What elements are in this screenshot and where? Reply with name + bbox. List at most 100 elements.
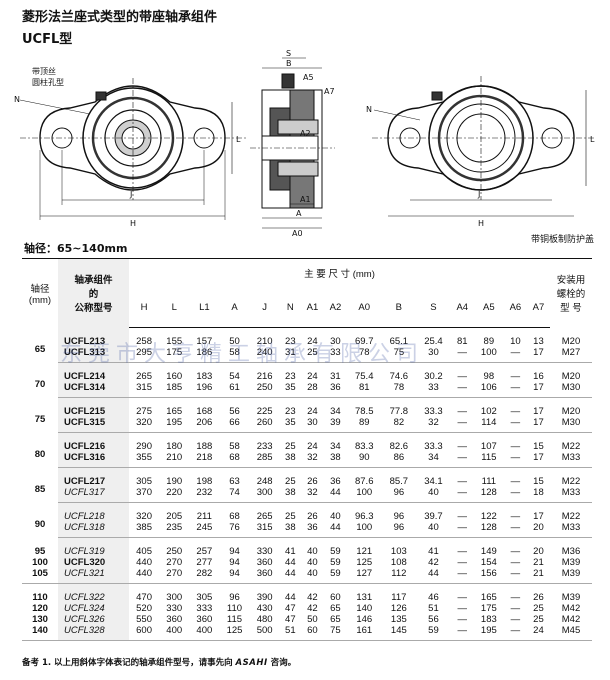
cell-model: UCFL322 bbox=[58, 583, 129, 603]
header-dim-a0: A0 bbox=[346, 287, 382, 328]
cell-dim-l1: 277 bbox=[196, 557, 213, 568]
cell-model: UCFL217 bbox=[58, 467, 129, 487]
cell-dim-s: 33.3 bbox=[424, 406, 443, 417]
cell-dim-h: 370 bbox=[129, 487, 160, 503]
cell-model: UCFL324 bbox=[58, 603, 129, 614]
cell-dim-a: 76 bbox=[219, 522, 250, 538]
cell-dim-s: 59 bbox=[416, 625, 451, 641]
cell-bolt-code: M30 bbox=[550, 382, 592, 398]
cell-dim-a7: 17 bbox=[526, 417, 550, 433]
cell-dim-h: 440 bbox=[129, 568, 160, 584]
cell-shaft: 65 bbox=[34, 343, 46, 355]
cell-dim-l1: 232 bbox=[189, 487, 220, 503]
cell-dim-a5: 102 bbox=[480, 406, 497, 417]
cell-dim-a7: 24 bbox=[526, 625, 550, 641]
cell-dim-b: 65.1 bbox=[389, 336, 409, 347]
cell-dim-a2: 44 bbox=[323, 522, 347, 538]
cell-bolt-code: M20 bbox=[561, 371, 581, 382]
cell-dim-a6: 10 bbox=[510, 336, 521, 347]
cell-dim-j: 360 bbox=[249, 568, 280, 584]
cell-bolt-code: M39 bbox=[550, 568, 592, 584]
cell-dim-a5: 100 bbox=[473, 347, 504, 363]
drawing-label-setscrew: 带顶丝 bbox=[32, 66, 56, 76]
cell-dim-a1: 24 bbox=[307, 406, 318, 417]
cell-shaft: 75 bbox=[34, 413, 46, 425]
cell-dim-a7: 17 bbox=[526, 347, 550, 363]
cell-model: UCFL313 bbox=[58, 347, 129, 363]
cell-dim-a6: — bbox=[510, 476, 521, 487]
cell-model: UCFL326 bbox=[58, 614, 129, 625]
cell-dim-a1: 26 bbox=[307, 476, 318, 487]
cell-bolt-code: M42 bbox=[561, 603, 581, 614]
cell-dim-a: 115 bbox=[226, 614, 243, 625]
cell-dim-a1: 60 bbox=[300, 625, 324, 641]
cell-dim-j: 430 bbox=[256, 603, 273, 614]
cell-shaft: 85 bbox=[34, 483, 46, 495]
cell-dim-a0: 69.7 bbox=[354, 336, 374, 347]
cell-dim-a: 125 bbox=[219, 625, 250, 641]
cell-dim-a6: — bbox=[510, 406, 521, 417]
cell-dim-a7: 17 bbox=[533, 511, 544, 522]
cell-dim-a0: 90 bbox=[346, 452, 382, 468]
cell-dim-a4: — bbox=[457, 546, 468, 557]
cell-dim-b: 145 bbox=[381, 625, 417, 641]
cell-dim-b: 96 bbox=[381, 487, 417, 503]
cell-shaft: 100 bbox=[32, 557, 48, 568]
cell-dim-l1: 198 bbox=[196, 476, 213, 487]
cell-dim-n: 41 bbox=[285, 546, 296, 557]
cell-dim-l1: 211 bbox=[196, 511, 212, 522]
cell-dim-a1: 24 bbox=[307, 371, 318, 382]
cell-dim-a1: 42 bbox=[307, 592, 318, 603]
cell-dim-a2: 34 bbox=[330, 406, 341, 417]
cell-dim-n: 23 bbox=[285, 371, 296, 382]
cell-dim-a6: — bbox=[503, 417, 527, 433]
cell-bolt-code: M22 bbox=[561, 476, 581, 487]
header-dim-a2: A2 bbox=[323, 287, 347, 328]
cell-dim-a4: — bbox=[457, 614, 468, 625]
cell-dim-a1: 40 bbox=[307, 546, 318, 557]
cell-dim-h: 265 bbox=[136, 371, 152, 382]
cell-dim-a7: 18 bbox=[526, 487, 550, 503]
cell-model: UCFL316 bbox=[58, 452, 129, 468]
cell-dim-a4: — bbox=[450, 452, 474, 468]
cell-dim-a6: — bbox=[510, 603, 521, 614]
footnote-suffix: 咨询。 bbox=[270, 658, 297, 668]
cell-dim-h: 305 bbox=[136, 476, 152, 487]
page-title: 菱形法兰座式类型的带座轴承组件 bbox=[22, 10, 218, 25]
cell-dim-l1: 183 bbox=[196, 371, 213, 382]
cell-dim-j: 250 bbox=[249, 382, 280, 398]
cell-dim-l: 205 bbox=[166, 511, 183, 522]
cell-dim-j: 240 bbox=[249, 347, 280, 363]
cell-dim-b: 74.6 bbox=[389, 371, 409, 382]
cell-dim-h: 258 bbox=[136, 336, 152, 347]
cell-dim-s: 44 bbox=[416, 568, 451, 584]
cell-dim-a: 94 bbox=[229, 557, 240, 568]
cell-dim-s: 40 bbox=[416, 487, 451, 503]
cell-dim-s: 30 bbox=[416, 347, 451, 363]
cell-dim-h: 355 bbox=[129, 452, 160, 468]
cell-dim-a2: 34 bbox=[330, 441, 341, 452]
cell-dim-a7: 21 bbox=[533, 557, 544, 568]
drawing-label-h-right: H bbox=[478, 219, 484, 228]
cell-dim-a0: 78 bbox=[346, 347, 382, 363]
cell-dim-a1: 40 bbox=[300, 568, 324, 584]
cell-dim-a: 94 bbox=[229, 546, 240, 557]
cell-dim-a6: — bbox=[503, 452, 527, 468]
cell-bolt-code: M39 bbox=[561, 557, 581, 568]
cell-dim-a6: — bbox=[503, 347, 527, 363]
shaft-range: 轴径：65~140mm bbox=[24, 242, 128, 255]
cell-dim-s: 46 bbox=[428, 592, 439, 603]
cell-dim-a7: 13 bbox=[533, 336, 544, 347]
header-dim-n: N bbox=[279, 287, 301, 328]
cell-dim-a2: 30 bbox=[330, 336, 341, 347]
cell-dim-n: 25 bbox=[285, 476, 296, 487]
drawing-label-a: A bbox=[296, 209, 302, 218]
cell-dim-a6: — bbox=[510, 546, 521, 557]
cell-dim-h: 320 bbox=[129, 417, 160, 433]
cell-dim-l1: 168 bbox=[196, 406, 213, 417]
cell-shaft: 105 bbox=[22, 568, 58, 584]
